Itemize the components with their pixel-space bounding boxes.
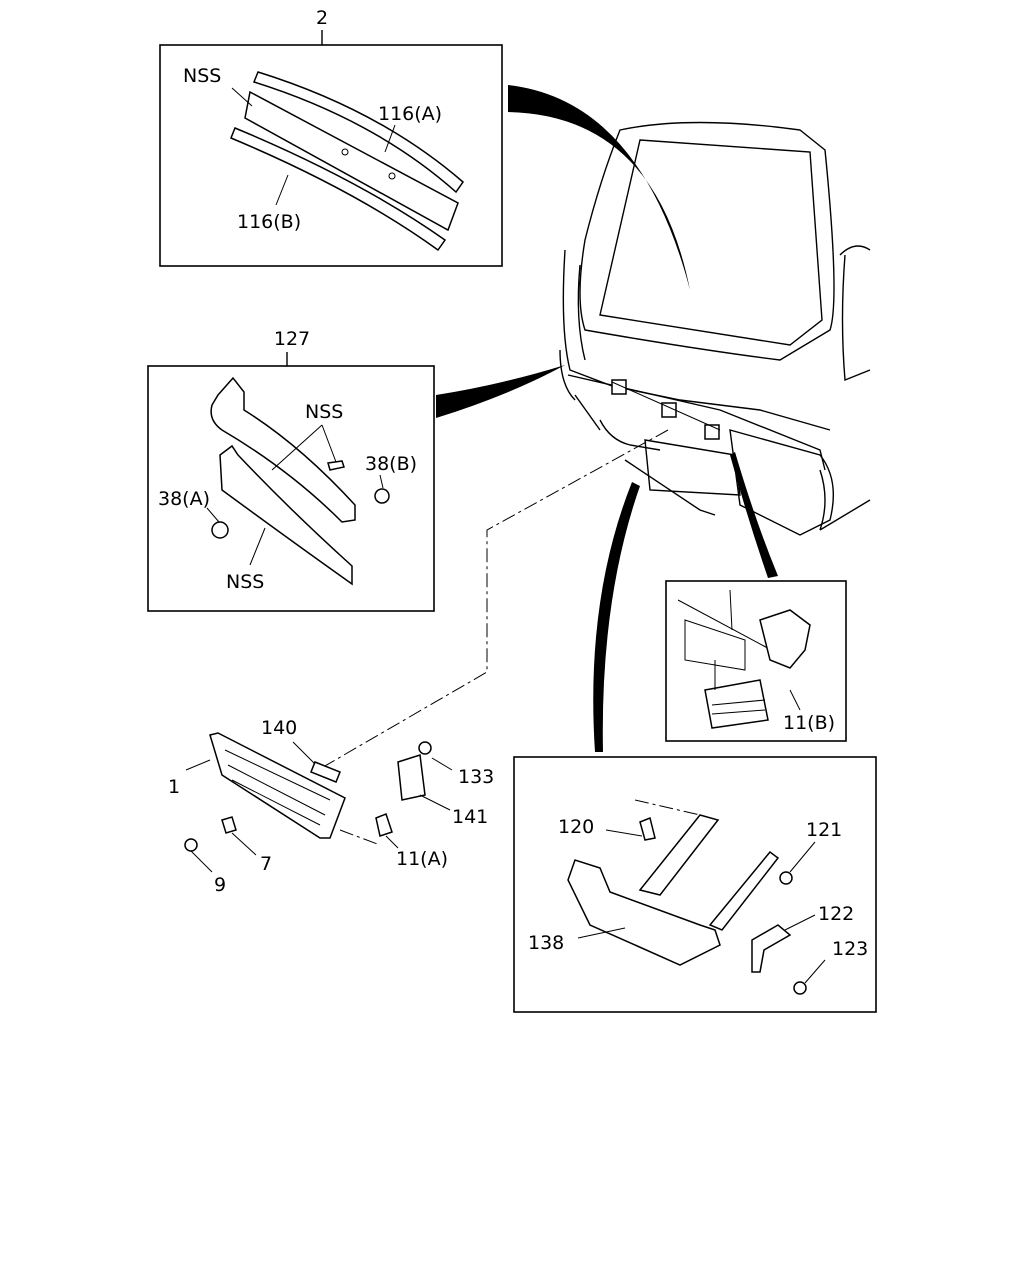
label-item-122: 122	[818, 903, 854, 925]
label-item-141: 141	[452, 806, 488, 828]
label-item-11a: 11(A)	[396, 848, 448, 870]
detail-box-127	[147, 352, 435, 612]
label-nss-mid-top: NSS	[305, 401, 343, 423]
detail-box-2	[159, 30, 503, 267]
callout-arc-mid	[436, 365, 565, 418]
label-item-38a: 38(A)	[158, 488, 210, 510]
label-item-133: 133	[458, 766, 494, 788]
callout-arc-bottom	[593, 482, 640, 752]
label-item-9: 9	[214, 874, 226, 896]
label-item-120: 120	[558, 816, 594, 838]
callout-arc-right	[730, 452, 778, 578]
label-nss-mid-bottom: NSS	[226, 571, 264, 593]
leader-grille-to-vehicle	[317, 429, 669, 771]
label-item-38b: 38(B)	[365, 453, 417, 475]
vehicle-front	[559, 121, 871, 536]
label-item-116b: 116(B)	[237, 211, 301, 233]
label-item-121: 121	[806, 819, 842, 841]
detail-box-11b	[665, 580, 847, 742]
label-item-138: 138	[528, 932, 564, 954]
label-item-2: 2	[316, 7, 328, 29]
label-item-7: 7	[260, 853, 272, 875]
label-item-1: 1	[168, 776, 180, 798]
detail-box-bracket	[513, 756, 877, 1013]
label-item-140: 140	[261, 717, 297, 739]
callout-arc-top	[508, 85, 690, 290]
label-item-123: 123	[832, 938, 868, 960]
part-labels: 2 NSS 116(A) 116(B) 127 NSS 38(B) 38(A) …	[158, 7, 868, 960]
label-item-116a: 116(A)	[378, 103, 442, 125]
label-nss-top: NSS	[183, 65, 221, 87]
label-item-127: 127	[274, 328, 310, 350]
grille-assembly	[184, 732, 453, 873]
latch-mounts	[611, 379, 721, 440]
label-item-11b: 11(B)	[783, 712, 835, 734]
